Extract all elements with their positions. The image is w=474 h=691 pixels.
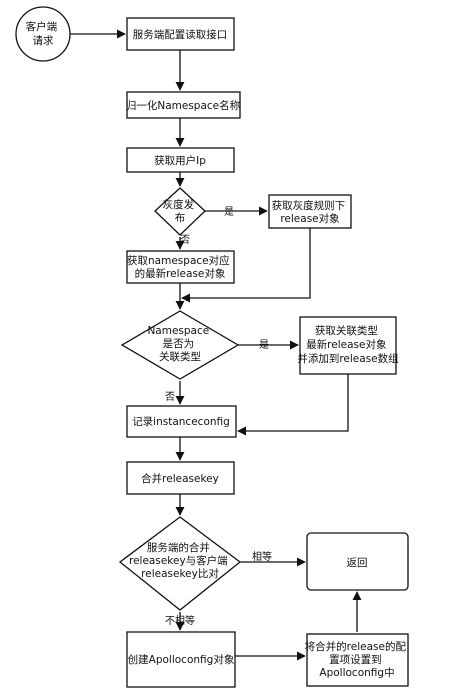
svg-text:获取关联类型 最新release对象: 获取关联类型 最新release对象 并添加到release数组 bbox=[297, 324, 399, 365]
svg-text:记录instanceconfig: 记录instanceconfig bbox=[132, 416, 230, 428]
svg-text:灰度发 布: 灰度发 布 bbox=[163, 198, 198, 224]
node-is-associated-line-3: 关联类型 bbox=[159, 350, 201, 363]
svg-text:获取灰度规则下 release对象: 获取灰度规则下 release对象 bbox=[272, 199, 349, 225]
node-set-config-line-3: Apolloconfig中 bbox=[319, 666, 394, 679]
svg-text:创建Apolloconfig对象: 创建Apolloconfig对象 bbox=[128, 653, 235, 666]
node-create-config: 创建Apolloconfig对象 bbox=[126, 631, 236, 688]
node-create-config-line-1: 创建Apolloconfig对象 bbox=[128, 653, 235, 666]
node-client-line-2: 请求 bbox=[33, 34, 54, 47]
edge-labels: 是 否 是 否 相等 不相等 bbox=[165, 206, 272, 627]
svg-text:获取用户Ip: 获取用户Ip bbox=[154, 154, 206, 167]
node-merge-key: 合并releasekey bbox=[126, 461, 235, 495]
node-return-line-1: 返回 bbox=[347, 557, 368, 569]
node-compare-key-line-2: releasekey与客户端 bbox=[129, 554, 228, 567]
node-get-latest-release-line-2: 的最新release对象 bbox=[135, 267, 226, 280]
node-gray-release: 灰度发 布 bbox=[154, 187, 206, 236]
edges bbox=[70, 29, 362, 661]
node-get-associated-line-2: 最新release对象 bbox=[306, 338, 386, 351]
node-client-line-1: 客户端 bbox=[26, 20, 58, 33]
node-get-gray-rule: 获取灰度规则下 release对象 bbox=[268, 194, 352, 229]
edge-get-associated-to-record bbox=[237, 374, 349, 436]
node-get-latest-release: 获取namespace对应 的最新release对象 bbox=[126, 250, 235, 284]
node-compare-key: 服务端的合并 releasekey与客户端 releasekey比对 bbox=[118, 516, 242, 611]
node-get-gray-rule-line-1: 获取灰度规则下 bbox=[272, 199, 346, 212]
svg-text:客户端 请求: 客户端 请求 bbox=[26, 20, 61, 47]
node-gray-release-line-1: 灰度发 bbox=[163, 198, 195, 211]
svg-text:服务端配置读取接口: 服务端配置读取接口 bbox=[133, 28, 228, 41]
svg-text:将合并的release的配 置项设置到: 将合并的release的配 置项设置到 Apolloconfig中 bbox=[305, 640, 410, 679]
node-compare-key-line-1: 服务端的合并 bbox=[147, 541, 210, 554]
edge-label-yes-2: 是 bbox=[259, 339, 269, 351]
svg-text:归一化Namespace名称: 归一化Namespace名称 bbox=[126, 99, 241, 112]
node-get-associated-line-1: 获取关联类型 bbox=[315, 324, 378, 337]
edge-label-no-1: 否 bbox=[180, 234, 190, 246]
node-get-associated: 获取关联类型 最新release对象 并添加到release数组 bbox=[297, 316, 399, 375]
node-record-config: 记录instanceconfig bbox=[126, 405, 237, 438]
svg-text:Namespace 是否为: Namespace 是否为 关联类型 bbox=[147, 325, 212, 363]
node-is-associated: Namespace 是否为 关联类型 bbox=[120, 310, 240, 380]
svg-text:合并releasekey: 合并releasekey bbox=[141, 472, 219, 485]
node-merge-key-line-1: 合并releasekey bbox=[141, 472, 219, 485]
node-compare-key-line-3: releasekey比对 bbox=[141, 567, 219, 580]
node-get-associated-line-3: 并添加到release数组 bbox=[297, 352, 399, 365]
node-gray-release-line-2: 布 bbox=[175, 212, 186, 224]
node-client: 客户端 请求 bbox=[15, 6, 71, 62]
node-set-config-line-2: 置项设置到 bbox=[329, 654, 382, 666]
svg-text:返回: 返回 bbox=[347, 557, 368, 569]
node-get-ip-line-1: 获取用户Ip bbox=[154, 154, 206, 167]
node-is-associated-line-1: Namespace bbox=[147, 325, 209, 337]
node-set-config-line-1: 将合并的release的配 bbox=[305, 640, 407, 653]
node-record-config-line-1: 记录instanceconfig bbox=[132, 416, 230, 428]
node-return: 返回 bbox=[306, 532, 409, 591]
svg-text:获取namespace对应 的最新relea: 获取namespace对应 的最新release对象 bbox=[127, 254, 233, 280]
edge-label-no-2: 否 bbox=[165, 391, 175, 403]
node-normalize-ns: 归一化Namespace名称 bbox=[126, 91, 241, 119]
node-set-config: 将合并的release的配 置项设置到 Apolloconfig中 bbox=[305, 633, 410, 687]
node-get-gray-rule-line-2: release对象 bbox=[280, 212, 339, 225]
svg-text:服务端的合并 releasekey与客户端: 服务端的合并 releasekey与客户端 releasekey比对 bbox=[129, 541, 231, 580]
nodes: 客户端 请求 服务端配置读取接口 归一化Namespace名称 获取用户Ip bbox=[15, 6, 410, 688]
node-get-latest-release-line-1: 获取namespace对应 bbox=[127, 254, 230, 267]
node-get-ip: 获取用户Ip bbox=[126, 147, 235, 173]
edge-rule-to-merge bbox=[181, 228, 311, 303]
node-read-config: 服务端配置读取接口 bbox=[126, 17, 235, 51]
node-normalize-ns-line-1: 归一化Namespace名称 bbox=[126, 99, 241, 112]
edge-label-equal: 相等 bbox=[252, 550, 272, 563]
node-read-config-line-1: 服务端配置读取接口 bbox=[133, 28, 228, 41]
edge-label-yes-1: 是 bbox=[224, 206, 234, 218]
node-is-associated-line-2: 是否为 bbox=[163, 338, 195, 350]
edge-label-not-equal: 不相等 bbox=[165, 614, 195, 627]
